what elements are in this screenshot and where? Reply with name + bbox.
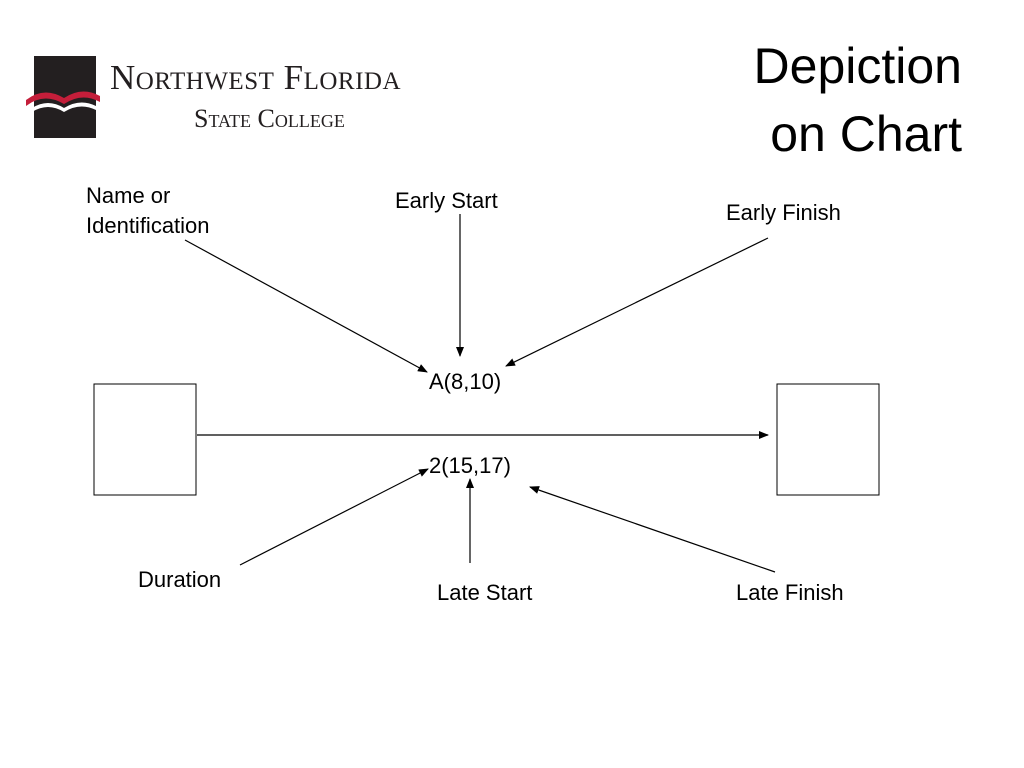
title-line1: Depiction — [753, 38, 962, 94]
name-callout-line1: Name or — [86, 183, 171, 208]
late-finish-pointer-arrow — [529, 486, 776, 573]
name-pointer-arrow — [184, 239, 428, 373]
late-start-callout: Late Start — [437, 580, 533, 605]
early-finish-callout: Early Finish — [726, 200, 841, 225]
name-callout-line2: Identification — [86, 213, 210, 238]
duration-callout: Duration — [138, 567, 222, 592]
slide-title: Depiction on Chart — [562, 32, 962, 168]
end-node-box — [776, 383, 880, 496]
duration-pointer-arrow — [239, 468, 429, 566]
book-logo-icon — [26, 56, 100, 138]
late-finish-callout: Late Finish — [736, 580, 844, 605]
activity-top-label: A(8,10) — [429, 369, 502, 394]
early-start-callout: Early Start — [395, 188, 498, 213]
logo-name-line1: Northwest Florida — [110, 58, 402, 97]
college-logo: Northwest Florida State College — [24, 52, 464, 144]
early-finish-pointer-arrow — [505, 237, 769, 367]
start-node-box — [93, 383, 197, 496]
title-line2: on Chart — [770, 106, 962, 162]
activity-bottom-label: 2(15,17) — [429, 453, 511, 478]
logo-name-line2: State College — [194, 104, 345, 133]
